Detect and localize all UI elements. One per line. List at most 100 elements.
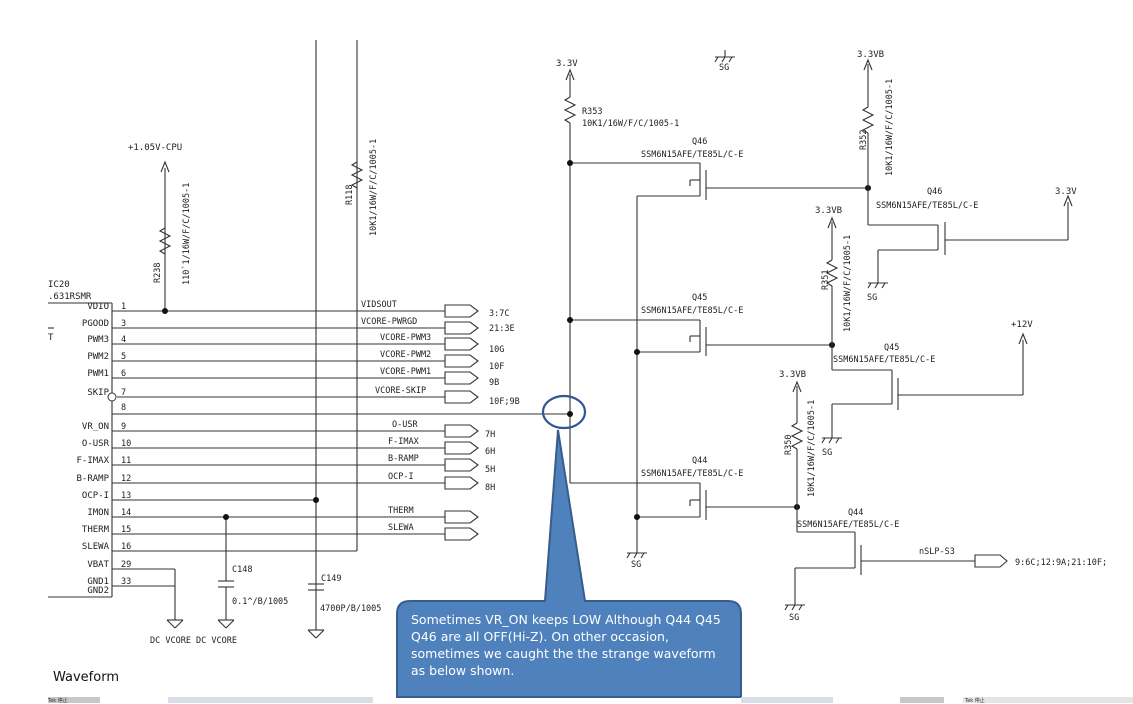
c148-ref: C148: [232, 565, 252, 575]
ic-pin-number: 15: [121, 525, 131, 535]
ic-pin-name: PWM3: [87, 335, 109, 345]
ic-pin-number: 16: [121, 542, 131, 552]
strip-text-right: Tek 停止: [965, 698, 985, 704]
sg-gate-bus: [626, 552, 647, 559]
q44-left-part: SSM6N15AFE/TE85L/C-E: [641, 469, 743, 479]
ic-pin-number: 8: [121, 403, 126, 413]
strip-right: [900, 697, 944, 703]
c148: C148 0.1^/B/1005: [218, 514, 288, 620]
ic-pin-number: 29: [121, 560, 131, 570]
net-label: OCP-I: [388, 472, 414, 482]
off-page-connector: [444, 321, 479, 335]
ic-pin-number: 1: [121, 302, 126, 312]
q46-left-ref: Q46: [692, 137, 707, 147]
q46-left: Q46 SSM6N15AFE/TE85L/C-E: [641, 137, 868, 200]
strip-left: [48, 697, 100, 703]
ic-pin-number: 4: [121, 335, 126, 345]
net-label: B-RAMP: [388, 454, 419, 464]
ic-pin-number: 7: [121, 388, 126, 398]
r352-ref: R352: [859, 130, 869, 150]
ic-pin-name: OCP-I: [82, 491, 109, 501]
callout-text: Sometimes VR_ON keeps LOW Although Q44 Q…: [411, 612, 721, 678]
nslp-ref: 9:6C;12:9A;21:10F;: [1015, 558, 1107, 568]
net-ref: 21:3E: [489, 324, 515, 334]
strip-far-right: [963, 697, 1133, 703]
net-ref: 9B: [489, 378, 499, 388]
q44-right-ref: Q44: [848, 508, 863, 518]
callout-box: [396, 429, 742, 698]
net-label: VCORE-PWM1: [380, 367, 431, 377]
sg-top: [714, 50, 735, 63]
net-ref: 8H: [485, 483, 495, 493]
ic-pin-number: 9: [121, 422, 126, 432]
q44-right: Q44 SSM6N15AFE/TE85L/C-E nSLP-S3 9:6C;12…: [784, 508, 1107, 611]
ic-pin-name: IMON: [87, 508, 109, 518]
ic-pin-name: THERM: [82, 525, 110, 535]
net-connectors: VIDSOUT3:7CVCORE-PWRGD21:3EVCORE-PWM310G…: [361, 300, 520, 541]
ic-pin-name: GND2: [87, 586, 109, 596]
ic-pin-name: O-USR: [82, 439, 110, 449]
ic-ref: IC20: [48, 280, 70, 290]
off-page-connector: [444, 337, 479, 351]
highlight-circle: [541, 394, 587, 430]
net-ref: 10F: [489, 362, 504, 372]
off-page-connector: [444, 458, 479, 472]
off-page-connector: [444, 424, 479, 438]
c149-value: 4700P/B/1005: [320, 604, 381, 614]
bottom-cut-label: DC VCORE DC VCORE: [150, 636, 237, 646]
r350: 3.3VB R350 10K1/16W/F/C/1005-1: [779, 370, 817, 532]
c149-ref: C149: [321, 574, 341, 584]
nslp-name: nSLP-S3: [919, 547, 955, 557]
r351-ref: R351: [821, 270, 831, 290]
ic-pin-number: 3: [121, 319, 126, 329]
net-ref: 10G: [489, 345, 504, 355]
ic-pin-name: SKIP: [87, 388, 109, 398]
ic-pin-name: PWM2: [87, 352, 109, 362]
q46-left-part: SSM6N15AFE/TE85L/C-E: [641, 150, 743, 160]
net-label: VCORE-SKIP: [375, 386, 426, 396]
q46-right-part: SSM6N15AFE/TE85L/C-E: [876, 201, 978, 211]
r352: 3.3VB R352 10K1/16W/F/C/1005-1: [857, 50, 895, 225]
ic-pin-number: 5: [121, 352, 126, 362]
ic-pin-number: 13: [121, 491, 131, 501]
q44-left-ref: Q44: [692, 456, 707, 466]
ic-pin-name: F-IMAX: [76, 456, 109, 466]
sg-q45-label: SG: [822, 448, 832, 458]
off-page-connector: [444, 527, 479, 541]
net-label: VCORE-PWM2: [380, 350, 431, 360]
off-page-connector: [444, 354, 479, 368]
net-label: O-USR: [392, 420, 418, 430]
net-ref: 3:7C: [489, 309, 509, 319]
sg-top-label: SG: [719, 63, 729, 73]
net-label: SLEWA: [388, 523, 414, 533]
net-label: VCORE-PWM3: [380, 333, 431, 343]
ic-pin-number: 12: [121, 474, 131, 484]
r351: 3.3VB R351 10K1/16W/F/C/1005-1: [815, 206, 853, 370]
sg-q46-label: SG: [867, 293, 877, 303]
q45-left: Q45 SSM6N15AFE/TE85L/C-E: [641, 293, 832, 356]
ic-pin-number: 6: [121, 369, 126, 379]
net-label: F-IMAX: [388, 437, 420, 447]
waveform-label: Waveform: [53, 670, 119, 685]
r118: R118 10K1/16W/F/C/1005-1: [345, 139, 379, 236]
net-ref: 6H: [485, 447, 495, 457]
ic-pin-number: 10: [121, 439, 131, 449]
r238: +1.05V-CPU R238 110`1/16W/F/C/1005-1: [128, 143, 192, 311]
q45-right-part: SSM6N15AFE/TE85L/C-E: [833, 355, 935, 365]
off-page-connector: [444, 304, 479, 318]
q45-right-ref: Q45: [884, 343, 899, 353]
off-page-connector: [444, 476, 479, 490]
rail-3v3b-mid-label: 3.3VB: [815, 206, 842, 216]
ic-pin-number: 11: [121, 456, 131, 466]
r353-value: 10K1/16W/F/C/1005-1: [582, 119, 679, 129]
q45-left-part: SSM6N15AFE/TE85L/C-E: [641, 306, 743, 316]
ic-pin-name: VDIO: [87, 302, 109, 312]
off-page-connector: [444, 510, 479, 524]
c148-value: 0.1^/B/1005: [232, 597, 288, 607]
r350-ref: R350: [784, 435, 794, 455]
net-label: VIDSOUT: [361, 300, 397, 310]
ic-pin-name: PGOOD: [82, 319, 109, 329]
ic-pin-number: 14: [121, 508, 131, 518]
ic-pin-name: GND1: [87, 577, 109, 587]
